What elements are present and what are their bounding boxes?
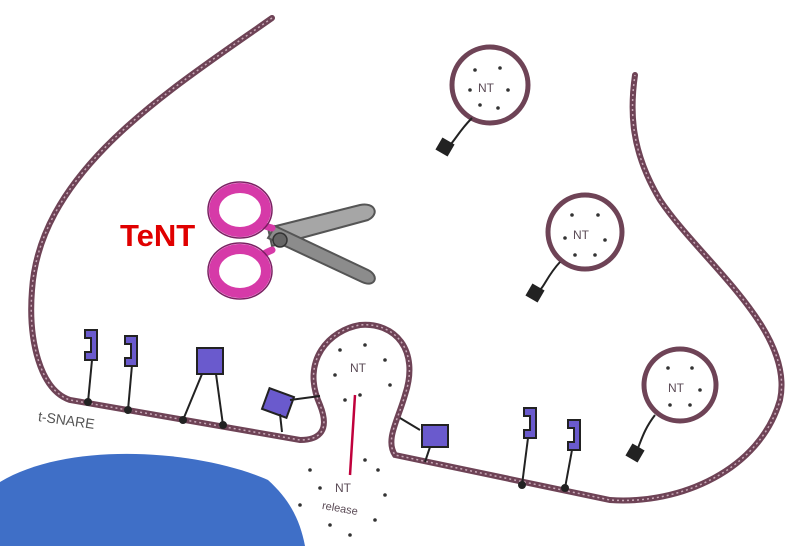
vesicle-top: NT <box>435 47 528 157</box>
scissors-icon <box>208 182 375 299</box>
nt-release: NT release <box>298 458 387 537</box>
vesicle-mid-label: NT <box>573 228 590 242</box>
presynaptic-membrane <box>31 18 781 500</box>
fusing-vesicle-label: NT <box>350 361 367 375</box>
fusing-vesicle: NT <box>333 343 392 475</box>
tent-label: TeNT <box>120 218 195 254</box>
corner-shape <box>0 454 305 546</box>
vesicle-mid: NT <box>525 195 622 303</box>
cleavage-line <box>350 395 355 475</box>
vesicle-right-label: NT <box>668 381 685 395</box>
vesicle-top-label: NT <box>478 81 495 95</box>
release-label: release <box>321 500 359 518</box>
release-nt-label: NT <box>335 481 352 495</box>
